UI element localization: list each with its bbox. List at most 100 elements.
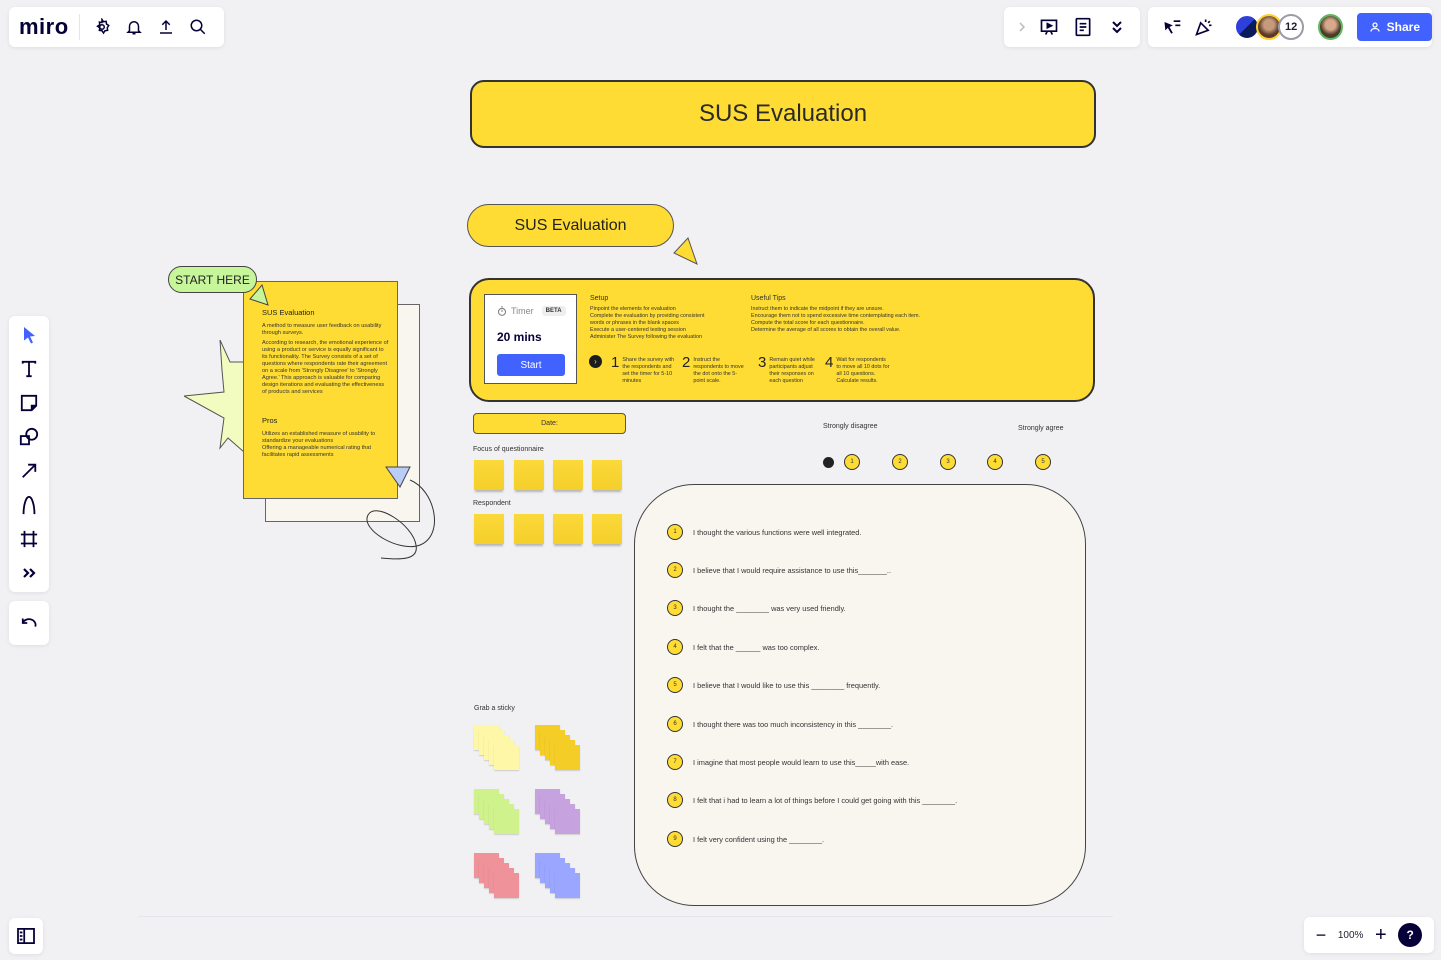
scale-point-1[interactable]: 1 [844,454,860,470]
share-button[interactable]: Share [1356,13,1433,41]
tips-section: Useful Tips Instruct them to indicate th… [751,295,920,334]
pros-item: Offering a manageable numerical rating t… [262,445,372,458]
chevron-right-icon[interactable] [1014,12,1030,42]
timer-start-button[interactable]: Start [497,354,565,376]
setup-line: Pinpoint the elements for evaluation [590,306,676,312]
timer-duration[interactable]: 20 mins [497,330,542,344]
focus-label: Focus of questionnaire [473,446,544,453]
miro-logo[interactable]: miro [19,14,80,40]
search-icon[interactable] [182,10,214,44]
board-sidebar-toggle[interactable] [9,918,43,954]
share-label: Share [1386,20,1421,34]
user-icon [1370,22,1380,32]
tip-line: Instruct them to indicate the midpoint i… [751,306,884,312]
zoom-level[interactable]: 100% [1337,929,1364,941]
undo-panel [9,601,49,645]
timer-label: Timer [511,306,534,316]
intro-card-title: SUS Evaluation [262,308,315,317]
top-right-toolbar: 12 Share [1148,7,1433,47]
sticky-note[interactable] [553,460,583,490]
help-button[interactable]: ? [1398,923,1423,947]
sticky-note[interactable] [474,460,504,490]
pen-icon[interactable] [12,488,46,522]
step-3: 3 Remain quiet while participants adjust… [758,354,815,384]
tip-line: Determine the average of all scores to o… [751,327,901,333]
settings-icon[interactable] [86,10,118,44]
sticky-note[interactable] [592,514,622,544]
sticky-stack-red[interactable] [474,853,522,901]
stopwatch-icon [498,306,506,316]
collaborator-avatars[interactable]: 12 [1234,14,1305,40]
sticky-note[interactable] [474,514,504,544]
scale-left-label: Strongly disagree [823,423,878,430]
more-icon[interactable] [12,556,46,590]
bell-icon[interactable] [118,10,150,44]
beta-badge: BETA [541,306,566,316]
sticky-stack-yellow[interactable] [535,725,583,773]
section-title-pill[interactable]: SUS Evaluation [467,204,674,247]
sticky-stack-light-yellow[interactable] [474,725,522,773]
undo-icon[interactable] [21,616,37,630]
scale-point-5[interactable]: 5 [1035,454,1051,470]
cursor-filter-icon[interactable] [1158,12,1186,42]
collaborator-count-badge[interactable]: 12 [1278,14,1305,40]
sticky-note-icon[interactable] [12,386,46,420]
pros-item: Utilizes an established measure of usabi… [262,431,376,444]
setup-line: Execute a user-centered testing session [590,327,686,333]
pros-title: Pros [262,416,278,425]
tip-line: Compute the total score for each questio… [751,320,865,326]
select-icon[interactable] [12,318,46,352]
respondent-label: Respondent [473,500,511,507]
step-1: 1 Share the survey with the respondents … [611,354,675,384]
sticky-stack-blue[interactable] [535,853,583,901]
present-icon[interactable] [1034,12,1064,42]
next-arrow-icon: › [589,355,602,368]
tips-title: Useful Tips [751,295,786,302]
scale-drag-dot[interactable] [823,457,834,468]
zoom-in-button[interactable]: + [1374,923,1387,946]
avatar[interactable] [1256,14,1283,40]
creation-toolbar [9,316,49,592]
loop-connector [366,479,435,560]
scale-point-2[interactable]: 2 [892,454,908,470]
intro-card[interactable]: SUS Evaluation A method to measure user … [243,281,398,499]
chevrons-down-icon[interactable] [1102,12,1132,42]
sticky-stack-green[interactable] [474,789,522,837]
text-icon[interactable] [12,352,46,386]
scale-point-3[interactable]: 3 [940,454,956,470]
zoom-out-button[interactable]: − [1315,924,1327,945]
scale-right-label: Strongly agree [1018,425,1064,432]
timer-header: Timer BETA [497,306,566,316]
celebrate-icon[interactable] [1190,12,1218,42]
sticky-stack-purple[interactable] [535,789,583,837]
top-left-toolbar: miro [9,7,224,47]
board-title-banner[interactable]: SUS Evaluation [470,80,1096,148]
sticky-note[interactable] [592,460,622,490]
arrow-icon[interactable] [12,454,46,488]
zoom-controls: − 100% + ? [1304,917,1434,953]
grab-sticky-label: Grab a sticky [474,705,515,712]
notes-icon[interactable] [1068,12,1098,42]
canvas-divider [138,916,1113,917]
start-here-label[interactable]: START HERE [168,266,257,293]
shapes-icon[interactable] [12,420,46,454]
upload-icon[interactable] [150,10,182,44]
date-field[interactable]: Date: [473,413,626,434]
scale-point-4[interactable]: 4 [987,454,1003,470]
setup-line: Administer The Survey following the eval… [590,334,702,340]
sticky-note[interactable] [514,514,544,544]
frame-icon[interactable] [12,522,46,556]
sticky-note[interactable] [514,460,544,490]
timer-widget: Timer BETA 20 mins Start [484,294,577,384]
my-avatar[interactable] [1318,14,1343,40]
sticky-note[interactable] [553,514,583,544]
